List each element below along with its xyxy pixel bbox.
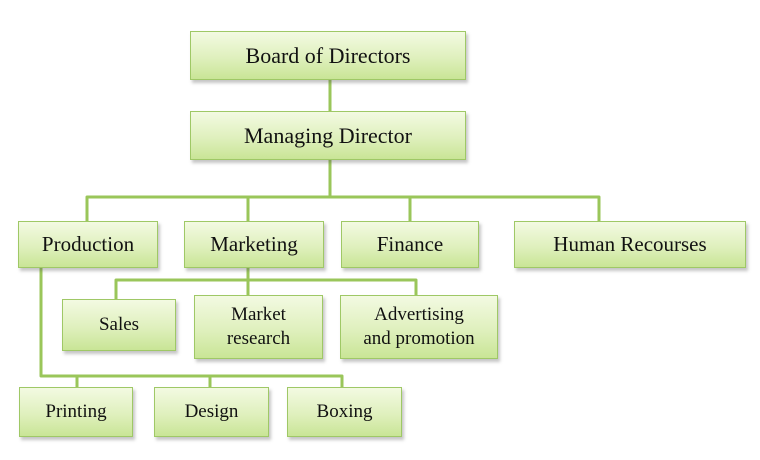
sales-label: Sales [98,314,140,336]
boxing-box: Boxing [287,387,402,437]
market-research-label-line1: Market [231,304,286,326]
boxing-label: Boxing [316,401,373,423]
printing-box: Printing [19,387,133,437]
board-of-directors-box: Board of Directors [190,31,466,80]
advertising-promotion-label-line1: Advertising [374,304,464,326]
design-box: Design [154,387,269,437]
managing-director-box: Managing Director [190,111,466,160]
design-label: Design [184,401,239,423]
printing-label: Printing [45,401,107,423]
advertising-promotion-box: Advertising and promotion [340,295,498,359]
connector-production-to-units [39,265,344,390]
sales-box: Sales [62,299,176,351]
human-resources-box: Human Recourses [514,221,746,268]
market-research-box: Market research [194,295,323,359]
market-research-label-line2: research [226,328,291,349]
marketing-label: Marketing [210,232,298,257]
connector-managing-director-to-departments [85,158,601,224]
board-of-directors-label: Board of Directors [245,42,411,68]
production-box: Production [18,221,158,268]
connector-marketing-to-units [114,265,418,302]
finance-label: Finance [376,232,444,257]
managing-director-label: Managing Director [244,122,412,148]
production-label: Production [41,232,135,257]
advertising-promotion-label-line2: and promotion [363,328,475,349]
human-resources-label: Human Recourses [553,232,707,257]
finance-box: Finance [341,221,479,268]
marketing-box: Marketing [184,221,324,268]
